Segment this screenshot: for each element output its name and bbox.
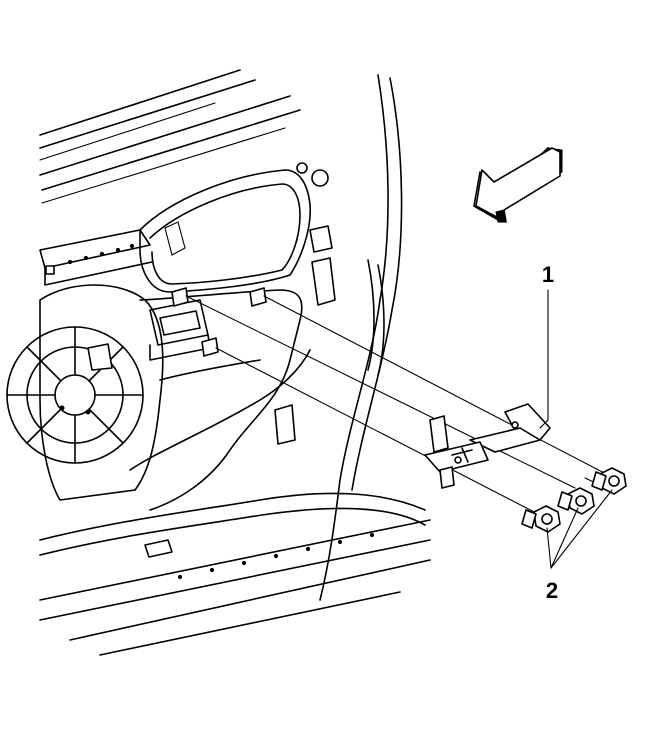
door-bracket <box>424 403 551 489</box>
speaker-opening <box>6 284 164 501</box>
mounting-clips <box>171 287 267 357</box>
callout-label-1: 1 <box>542 262 554 287</box>
bolt-3 <box>521 505 561 533</box>
callout-label-2: 2 <box>546 578 558 603</box>
sill-holes <box>177 532 375 580</box>
door-panel <box>6 69 431 656</box>
alignment-lines <box>185 295 611 516</box>
front-arrow-icon <box>473 147 563 223</box>
callout-leaders <box>539 289 613 569</box>
panel-holes <box>67 243 135 265</box>
bolt-1 <box>584 467 627 495</box>
bolt-2 <box>557 487 595 515</box>
